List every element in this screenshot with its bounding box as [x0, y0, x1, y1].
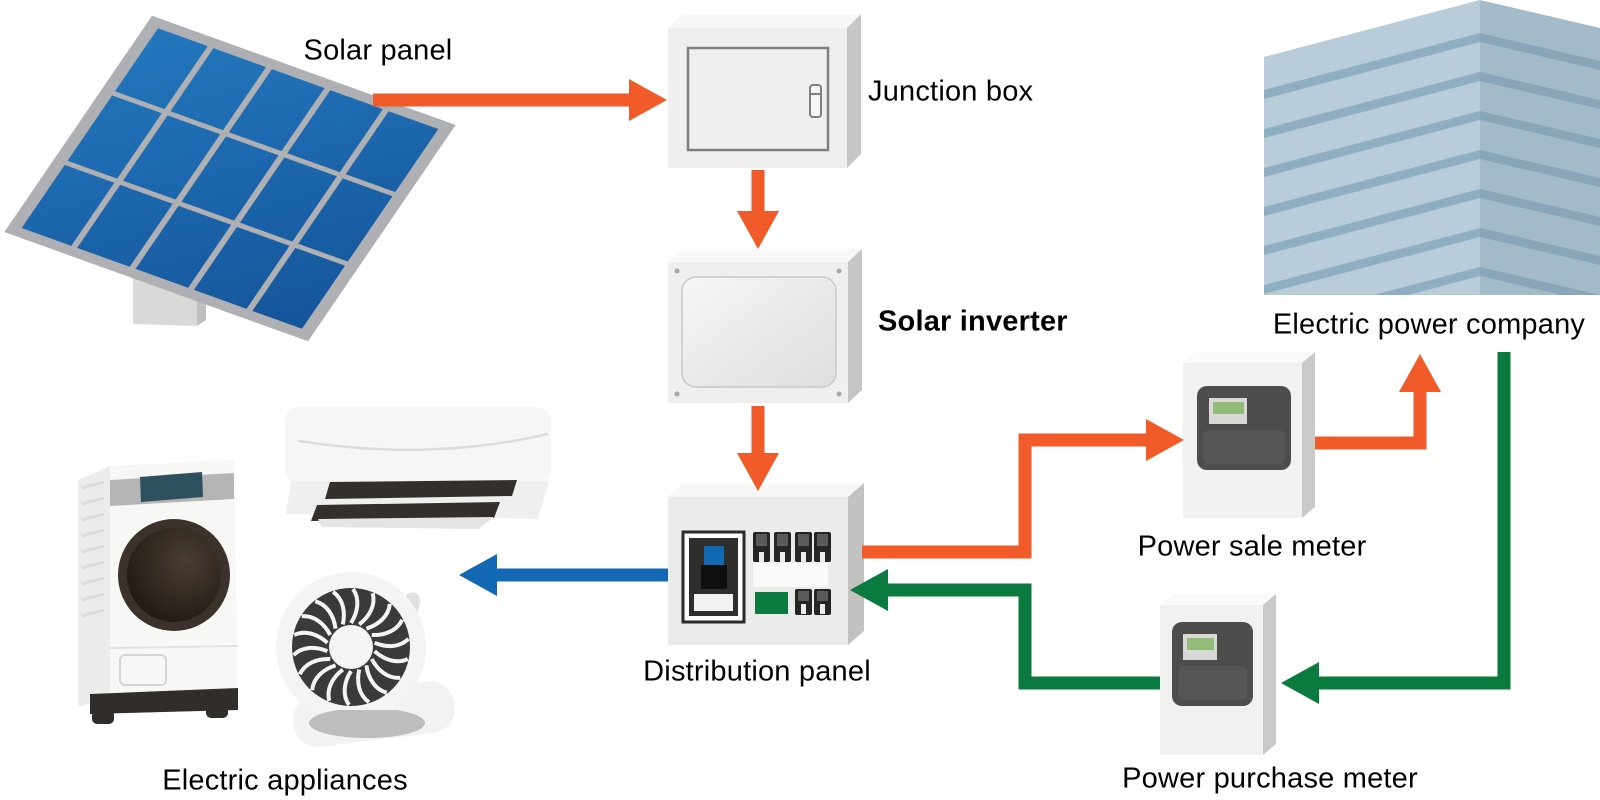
arrow-junction-box-to-inverter: [737, 170, 779, 249]
building-right-stripes: [1480, 33, 1600, 295]
junction-box-handle: [809, 84, 822, 118]
power-purchase-meter-label: Power purchase meter: [1122, 762, 1418, 795]
power-sale-meter-icon: [1183, 352, 1315, 518]
arrow-power-company-to-purchase-meter: [1281, 352, 1511, 704]
electric-power-company-label: Electric power company: [1272, 308, 1586, 341]
washer-door: [127, 528, 221, 622]
solar-panel-label: Solar panel: [303, 34, 453, 67]
washer-display: [140, 472, 203, 502]
ac-vent: [325, 480, 517, 499]
arrow-sale-meter-to-power-company: [1315, 354, 1441, 450]
distribution-panel-icon: [668, 483, 864, 645]
power-company-building-icon: [1264, 0, 1600, 295]
solar-inverter-icon: [668, 249, 862, 403]
junction-box-icon: [668, 14, 861, 168]
ac-vent: [311, 502, 500, 521]
air-conditioner-icon: [285, 407, 551, 529]
arrow-inverter-to-distribution-panel: [737, 406, 779, 491]
solar-inverter-label: Solar inverter: [878, 305, 1068, 338]
main-breaker-switch: [704, 546, 724, 570]
junction-box-door: [686, 46, 830, 152]
washing-machine-icon: [78, 460, 239, 724]
power-purchase-meter-icon: [1160, 594, 1276, 755]
building-left-stripes: [1264, 33, 1480, 295]
distribution-panel-label: Distribution panel: [643, 655, 871, 688]
main-breaker: [681, 530, 746, 624]
panel-green-module: [755, 592, 788, 614]
arrow-solar-panel-to-junction-box: [373, 79, 667, 121]
circuit-breakers: [753, 532, 831, 615]
junction-box-label: Junction box: [868, 75, 1034, 108]
arrow-distribution-panel-to-sale-meter: [862, 419, 1184, 559]
electric-appliances-label: Electric appliances: [162, 764, 408, 797]
arrow-purchase-meter-to-distribution-panel: [850, 569, 1160, 690]
fan-icon: [276, 572, 455, 747]
power-sale-meter-label: Power sale meter: [1137, 530, 1367, 563]
solar-panel-icon: [4, 15, 456, 342]
arrow-distribution-panel-to-appliances: [459, 554, 668, 596]
